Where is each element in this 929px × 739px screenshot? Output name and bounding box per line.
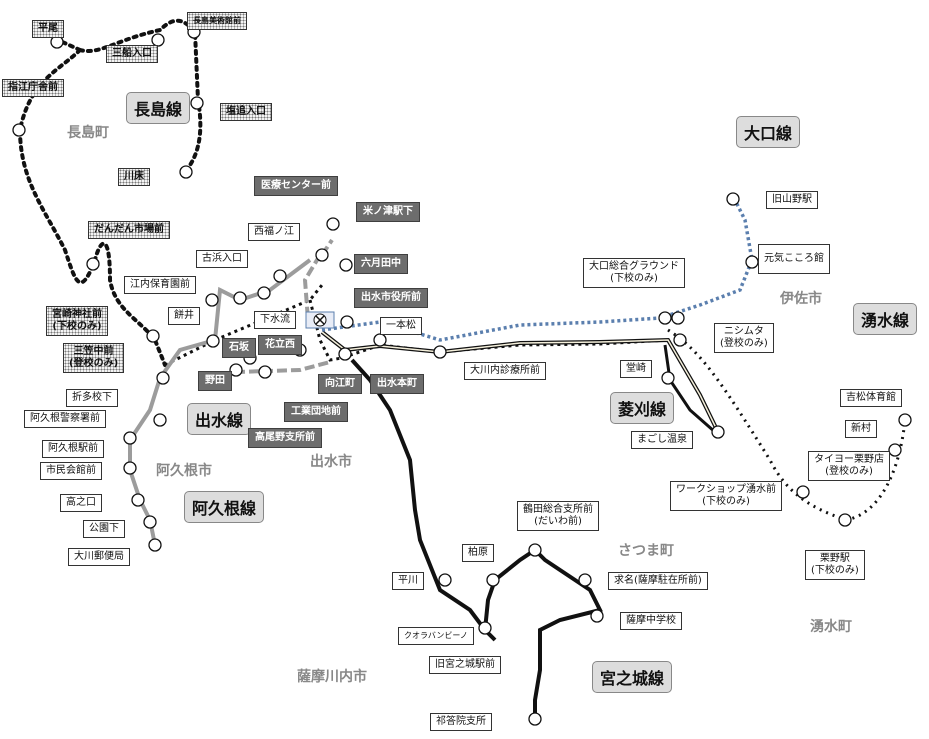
stop-okuchi-ground-note: (下校のみ) (610, 273, 658, 284)
area-satsuma: さつま町 (618, 543, 674, 559)
okawauchi-route-inner (321, 331, 719, 433)
stop-kogyo[interactable]: 工業団地前 (284, 402, 348, 422)
stop-mochii[interactable]: 餅井 (168, 307, 200, 325)
stop-okawauchi[interactable]: 大川内診療所前 (464, 362, 546, 380)
stop-ippon[interactable]: 一本松 (380, 317, 422, 335)
stop-miyazaki-jinja-note: (下校のみ) (52, 321, 102, 332)
stop-izumi-city-hall[interactable]: 出水市役所前 (354, 288, 428, 308)
line-okuchi[interactable]: 大口線 (736, 116, 801, 148)
line-miyanojo[interactable]: 宮之城線 (592, 661, 673, 693)
stop-kohama[interactable]: 古浜入口 (196, 250, 248, 268)
stop-origo[interactable]: 折多校下 (66, 389, 118, 407)
stop-markers (12, 25, 912, 726)
stop-noda[interactable]: 野田 (198, 371, 232, 391)
stop-mukoemachi[interactable]: 向江町 (318, 374, 362, 394)
stop-dandan[interactable]: だんだん市場前 (88, 221, 170, 239)
stop-takaono[interactable]: 高尾野支所前 (248, 428, 322, 448)
area-nagashima: 長島町 (67, 125, 109, 141)
stop-sankou-note: (登校のみ) (69, 358, 119, 369)
stop-tsuruta-name: 鶴田総合支所前 (523, 504, 593, 515)
area-akune: 阿久根市 (156, 463, 212, 479)
stop-takesama[interactable]: 塩追入口 (220, 103, 272, 121)
stop-nishimuta[interactable]: ニシムタ (登校のみ) (714, 323, 774, 353)
stop-akune-police[interactable]: 阿久根警察署前 (24, 410, 106, 428)
area-isa: 伊佐市 (780, 291, 822, 307)
stop-satsuma-jhs[interactable]: 薩摩中学校 (620, 612, 682, 630)
area-izumi: 出水市 (310, 454, 352, 470)
stop-kurino-name: 栗野駅 (819, 553, 850, 564)
line-akune[interactable]: 阿久根線 (184, 491, 265, 523)
stop-rokugatsuda[interactable]: 六月田中 (354, 254, 408, 274)
yusui-route (667, 328, 907, 522)
stop-ishizaka[interactable]: 石坂 (222, 338, 256, 358)
stop-hirao[interactable]: 平尾 (32, 20, 64, 38)
stop-doke[interactable]: 堂崎 (620, 360, 652, 378)
stop-gesui[interactable]: 下水流 (254, 311, 296, 329)
stop-shinmura[interactable]: 新村 (845, 420, 877, 438)
stop-iryo[interactable]: 医療センター前 (254, 176, 338, 196)
area-yusui: 湧水町 (810, 619, 852, 635)
stop-shimin[interactable]: 市民会館前 (40, 462, 102, 480)
stop-kurino[interactable]: 栗野駅 (下校のみ) (805, 550, 865, 580)
stop-shikotsu[interactable]: 指江庁舎前 (2, 79, 64, 97)
stop-old-yamano[interactable]: 旧山野駅 (766, 191, 818, 209)
stop-kuora[interactable]: クオラバンビーノ (398, 627, 474, 645)
stop-okuchi-ground[interactable]: 大口総合グラウンド (下校のみ) (583, 258, 685, 288)
stop-tsuruta[interactable]: 鶴田総合支所前 (だいわ前) (517, 501, 599, 531)
stop-taiyo-note: (登校のみ) (825, 466, 873, 477)
stop-kedoin[interactable]: 祁答院支所 (430, 713, 492, 731)
stop-yonenotsu[interactable]: 米ノ津駅下 (356, 202, 420, 222)
line-yusui[interactable]: 湧水線 (853, 303, 918, 335)
stop-sankou[interactable]: 三笠中前 (登校のみ) (63, 343, 125, 373)
stop-workshop-name: ワークショップ湧水前 (676, 484, 776, 495)
stop-nagashima-hq[interactable]: 長島美術館前 (187, 12, 247, 30)
stop-enai[interactable]: 江内保育園前 (124, 276, 196, 294)
stop-tsuruta-note: (だいわ前) (534, 516, 582, 527)
stop-miyazaki-jinja-name: 宮崎神社前 (52, 309, 102, 320)
stop-taiyo[interactable]: タイヨー栗野店 (登校のみ) (808, 451, 890, 481)
stop-miyazaki-jinja[interactable]: 宮崎神社前 (下校のみ) (46, 306, 108, 336)
stop-magoshi[interactable]: まごし温泉 (631, 431, 693, 449)
stop-old-miyanojo[interactable]: 旧宮之城駅前 (429, 656, 501, 674)
stop-okawa-post[interactable]: 大川郵便局 (68, 548, 130, 566)
stop-kurino-note: (下校のみ) (811, 565, 859, 576)
stop-akune-sta[interactable]: 阿久根駅前 (42, 440, 104, 458)
stop-kouen[interactable]: 公園下 (83, 520, 125, 538)
stop-gumyo[interactable]: 求名(薩摩駐在所前) (608, 572, 708, 590)
stop-taiyo-name: タイヨー栗野店 (814, 454, 884, 465)
stop-workshop[interactable]: ワークショップ湧水前 (下校のみ) (670, 481, 782, 511)
line-izumi[interactable]: 出水線 (187, 403, 252, 435)
stop-hanatate[interactable]: 花立西 (258, 335, 302, 355)
stop-yoshimatsu-gym[interactable]: 吉松体育館 (840, 389, 902, 407)
stop-nishifukunoe[interactable]: 西福ノ江 (248, 223, 300, 241)
stop-workshop-note: (下校のみ) (702, 496, 750, 507)
area-satsumasendai: 薩摩川内市 (297, 669, 367, 685)
line-nagashima[interactable]: 長島線 (126, 92, 191, 124)
stop-sankou-name: 三笠中前 (73, 346, 114, 357)
stop-genki[interactable]: 元気こころ館 (758, 244, 830, 274)
stop-kawatoko[interactable]: 川床 (118, 168, 150, 186)
stop-okuchi-ground-name: 大口総合グラウンド (589, 261, 679, 272)
stop-hirakawa[interactable]: 平川 (392, 572, 424, 590)
stop-nishimuta-name: ニシムタ (723, 326, 764, 337)
stop-takanokuchi[interactable]: 高之口 (60, 494, 102, 512)
hishikari-route (663, 344, 716, 434)
line-hishikari[interactable]: 菱刈線 (610, 392, 675, 424)
stop-nishimuta-note: (登校のみ) (720, 338, 768, 349)
stop-izumi-honmachi[interactable]: 出水本町 (370, 374, 424, 394)
stop-kashiwabara[interactable]: 柏原 (462, 544, 494, 562)
stop-mifune[interactable]: 三船入口 (106, 45, 158, 63)
miyanojo-route (350, 358, 603, 720)
